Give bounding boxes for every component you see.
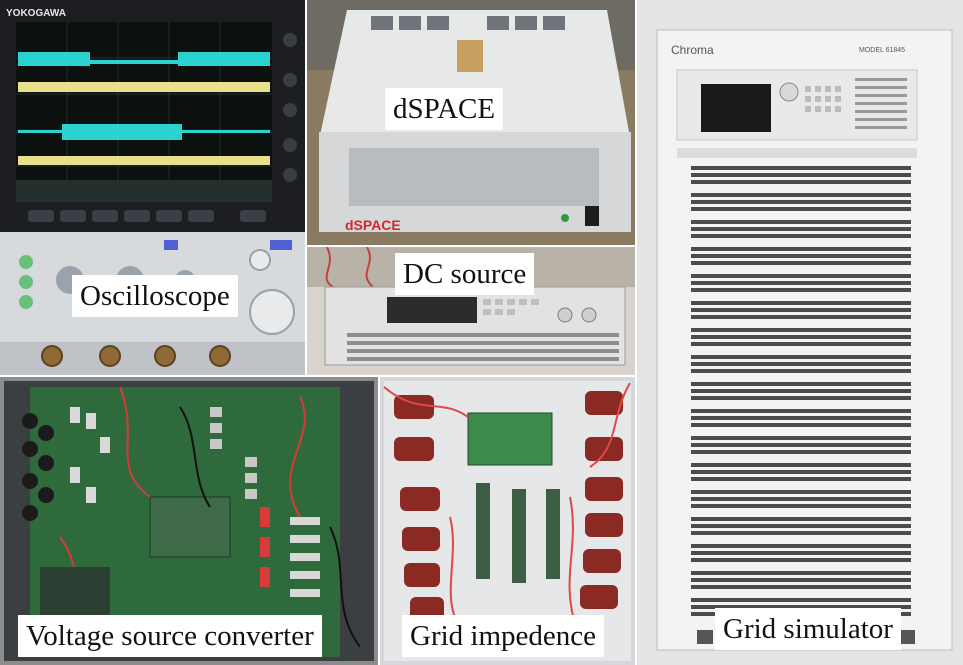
cabinet-grille-slot xyxy=(691,281,911,285)
cabinet-grille-slot xyxy=(691,342,911,346)
grid-impedence-photo: Grid impedence xyxy=(380,377,635,665)
cabinet-grille-slot xyxy=(691,416,911,420)
cabinet-grille-slot xyxy=(691,207,911,211)
dc-source-label: DC source xyxy=(395,253,535,295)
cabinet-grille-slot xyxy=(691,288,911,292)
cabinet-grille-slot xyxy=(691,531,911,535)
cabinet-grille-slot xyxy=(691,274,911,278)
grid-simulator-model: MODEL 61845 xyxy=(859,47,905,54)
grid-simulator-brand: Chroma xyxy=(671,43,714,57)
cabinet-grille-slot xyxy=(691,436,911,440)
cabinet-grille-slot xyxy=(691,470,911,474)
cabinet-grille-slot xyxy=(691,193,911,197)
cabinet-grille-slot xyxy=(691,180,911,184)
cabinet-grille-slot xyxy=(691,382,911,386)
cabinet-grille-slot xyxy=(691,571,911,575)
cabinet-grille-slot xyxy=(691,497,911,501)
cabinet-grille-slot xyxy=(691,605,911,609)
grid-impedence-label: Grid impedence xyxy=(402,615,605,657)
cabinet-grille-slot xyxy=(691,355,911,359)
cabinet-grille-slot xyxy=(691,443,911,447)
voltage-source-converter-label: Voltage source converter xyxy=(18,615,322,657)
cabinet-grille-slot xyxy=(691,173,911,177)
cabinet-grille-slot xyxy=(691,578,911,582)
grid-simulator-photo: Chroma MODEL 61845 Grid simulator xyxy=(637,0,963,665)
dspace-label: dSPACE xyxy=(385,88,504,130)
dc-source-photo: DC source xyxy=(307,247,635,375)
cabinet-grille-slot xyxy=(691,220,911,224)
cabinet-grille-slot xyxy=(691,551,911,555)
grid-simulator-label: Grid simulator xyxy=(715,608,901,650)
cabinet-grille-slot xyxy=(691,227,911,231)
cabinet-grille-slot xyxy=(691,524,911,528)
cabinet-grille-slot xyxy=(691,409,911,413)
voltage-source-converter-photo: Voltage source converter xyxy=(0,377,378,665)
oscilloscope-photo: YOKOGAWA xyxy=(0,0,305,375)
cabinet-grille-slot xyxy=(691,200,911,204)
cabinet-grille-slot xyxy=(691,234,911,238)
cabinet-grille-slot xyxy=(691,477,911,481)
cabinet-grille-slot xyxy=(691,301,911,305)
dspace-photo: dSPACE dSPACE xyxy=(307,0,635,245)
cabinet-grille-slot xyxy=(691,308,911,312)
cabinet-grille-slot xyxy=(691,544,911,548)
cabinet-grille-slot xyxy=(691,558,911,562)
cabinet-grille-slot xyxy=(691,369,911,373)
dspace-brand-mark: dSPACE xyxy=(345,217,401,233)
cabinet-grille-slot xyxy=(691,490,911,494)
cabinet-grille-slot xyxy=(691,450,911,454)
cabinet-grille-slot xyxy=(691,166,911,170)
cabinet-grille-slot xyxy=(691,396,911,400)
cabinet-grille-slot xyxy=(691,463,911,467)
oscilloscope-brand: YOKOGAWA xyxy=(6,8,66,19)
cabinet-grille-slot xyxy=(691,517,911,521)
cabinet-grille-slot xyxy=(691,389,911,393)
cabinet-grille-slot xyxy=(691,585,911,589)
cabinet-grille-slot xyxy=(691,504,911,508)
cabinet-grille-slot xyxy=(691,254,911,258)
cabinet-grille-slot xyxy=(691,261,911,265)
cabinet-grille-slot xyxy=(691,362,911,366)
cabinet-grille-slot xyxy=(691,328,911,332)
cabinet-grille-slot xyxy=(691,315,911,319)
cabinet-grille-slot xyxy=(691,335,911,339)
oscilloscope-label: Oscilloscope xyxy=(72,275,238,317)
cabinet-grille-slot xyxy=(691,423,911,427)
cabinet-grille-slot xyxy=(691,247,911,251)
cabinet-grille-slot xyxy=(691,598,911,602)
